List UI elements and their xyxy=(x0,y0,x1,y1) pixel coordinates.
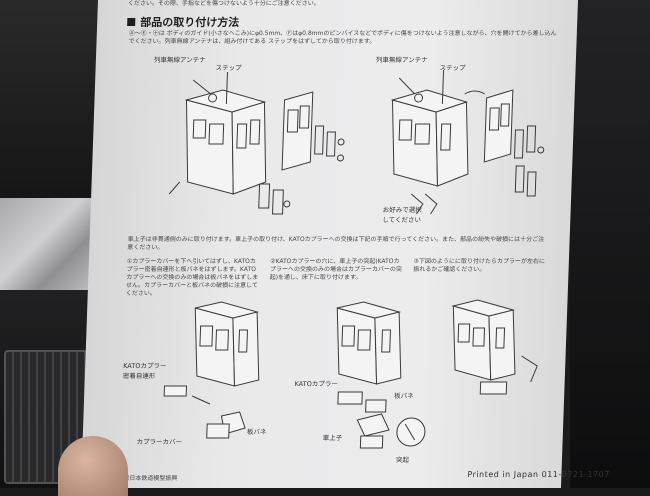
label-leaf-spring-2: 板バネ xyxy=(394,392,414,400)
label-kato-coupler-closed: KATOカプラー 密着自連形 xyxy=(122,362,167,380)
section-title-text: 部品の取り付け方法 xyxy=(139,16,240,29)
plastic-bag xyxy=(0,198,92,290)
step-3: ③下図のようにに取り付けたらカプラーが左右に振れるかご確認ください。 xyxy=(413,258,546,273)
diagram-coupler-check xyxy=(440,296,554,406)
label-coupler-cover: カプラーカバー xyxy=(136,438,183,446)
instruction-paragraph: Ⓐ〜Ⓔ・㊉は ボディのガイド(小さなへこみ)にφ0.5mm、Ⓕはφ0.8mmのピ… xyxy=(128,30,557,45)
label-protrusion: 突起 xyxy=(395,456,410,464)
step-1: ①カプラーカバーを下へ引いてはずし、KATOカプラー密着自連形と板バネをはずしま… xyxy=(125,258,259,297)
section-title: 部品の取り付け方法 xyxy=(127,14,240,30)
finger xyxy=(58,436,128,496)
label-leaf-spring-1: 板バネ xyxy=(246,428,267,436)
coupler-remove-drawing xyxy=(163,301,260,439)
footer-company: ㈱日本鉄道模型振興 xyxy=(123,475,178,482)
label-kato-coupler: KATOカプラー xyxy=(294,380,338,388)
diagram-body-right: 列車無線アンテナ ステップ xyxy=(370,54,562,224)
middle-paragraph: 車上子は非貫通側のみに取り付けます。車上子の取り付け、KATOカプラーへの交換は… xyxy=(127,236,545,251)
car-body-drawing-right xyxy=(390,70,545,215)
steps-row: ①カプラーカバーを下へ引いてはずし、KATOカプラー密着自連形と板バネをはずしま… xyxy=(126,258,547,298)
instruction-sheet: ください。その際、手指などを傷つけないよう十分にご注意ください。 部品の取り付け… xyxy=(80,0,610,488)
coupler-install-drawing xyxy=(336,301,426,449)
step-2: ②KATOカプラーの穴に、車上子の突起(KATOカプラーへの交換のみの場合はカプ… xyxy=(269,258,403,281)
label-choice-note: お好みで選択 してください xyxy=(382,206,422,224)
coupler-check-drawing xyxy=(451,299,538,395)
diagram-coupler-install: KATOカプラー 板バネ 車上子 突起 xyxy=(282,296,438,466)
desk-background-right xyxy=(570,0,650,488)
diagram-coupler-remove: KATOカプラー 密着自連形 カプラーカバー 板バネ xyxy=(120,296,276,466)
title-square-icon xyxy=(127,18,136,26)
car-body-drawing-left xyxy=(168,72,345,215)
diagram-body-left: 列車無線アンテナ ステップ xyxy=(149,54,355,215)
header-note: ください。その際、手指などを傷つけないよう十分にご注意ください。 xyxy=(127,0,320,7)
footer-print-code: Printed in Japan 011-0721-1707 xyxy=(467,470,610,479)
label-truck-top: 車上子 xyxy=(322,434,343,442)
